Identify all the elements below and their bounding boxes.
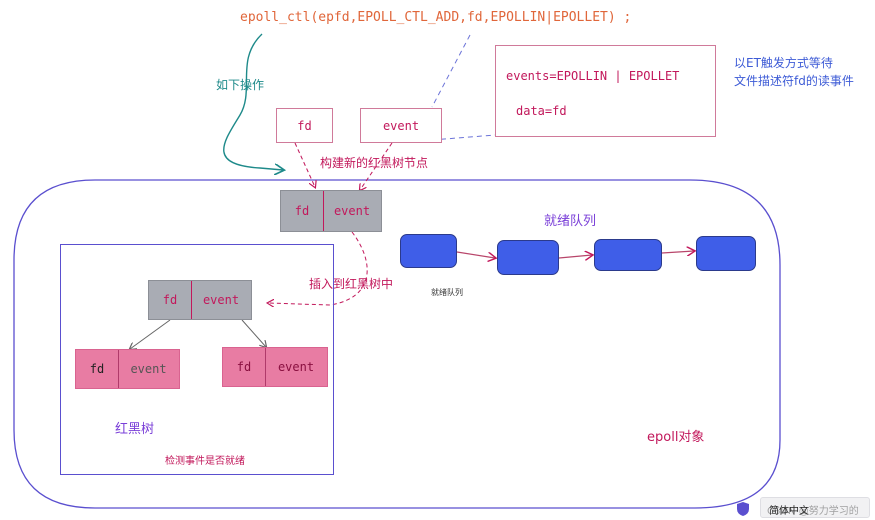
- csdn-credit: CSDN @努力学习的: [767, 506, 859, 517]
- new-node: fd event: [280, 190, 382, 232]
- tree-right-child: fd event: [222, 347, 328, 387]
- events-field: events=EPOLLIN | EPOLLET: [506, 69, 680, 83]
- new-node-fd: fd: [294, 204, 310, 218]
- tree-right-fd: fd: [236, 360, 252, 374]
- event-detail-box: events=EPOLLIN | EPOLLET data=fd: [495, 45, 716, 137]
- epoll-object-outline: [13, 179, 781, 509]
- tree-root-node: fd event: [148, 280, 252, 320]
- data-field: data=fd: [516, 104, 567, 118]
- input-fd-label: fd: [297, 118, 312, 133]
- side-note-line-1: 以ET触发方式等待: [734, 56, 833, 70]
- ready-queue-title: 就绪队列: [544, 214, 597, 229]
- tree-left-fd: fd: [89, 362, 105, 376]
- epoll-object-label: epoll对象: [647, 430, 705, 445]
- tree-right-event: event: [277, 360, 315, 374]
- input-event-label: event: [382, 118, 420, 133]
- operation-arrow: [223, 33, 283, 170]
- tree-root-fd: fd: [162, 293, 178, 307]
- tree-frame: [60, 244, 334, 475]
- ready-queue-node: [497, 240, 559, 275]
- tree-caption: 检测事件是否就绪: [165, 456, 245, 467]
- side-note: 以ET触发方式等待 文件描述符fd的读事件: [734, 54, 854, 90]
- input-event-box: event: [360, 108, 442, 143]
- epoll-ctl-call: epoll_ctl(epfd,EPOLL_CTL_ADD,fd,EPOLLIN|…: [240, 10, 632, 25]
- input-fd-box: fd: [276, 108, 333, 143]
- insert-label: 插入到红黑树中: [309, 277, 394, 291]
- tree-title: 红黑树: [115, 422, 155, 437]
- build-node-label: 构建新的红黑树节点: [320, 156, 429, 170]
- language-button[interactable]: 简体中文 CSDN @努力学习的: [760, 497, 870, 518]
- new-node-event: event: [333, 204, 371, 218]
- side-note-line-2: 文件描述符fd的读事件: [734, 74, 854, 88]
- tree-root-event: event: [202, 293, 240, 307]
- ready-queue-small-label: 就绪队列: [431, 288, 463, 297]
- tree-left-event: event: [130, 362, 167, 376]
- operation-note: 如下操作: [216, 78, 265, 92]
- ready-queue-node: [400, 234, 457, 268]
- tree-left-child: fd event: [75, 349, 180, 389]
- ready-queue-node: [594, 239, 662, 271]
- ready-queue-node: [696, 236, 756, 271]
- language-button-label: 简体中文: [769, 506, 809, 517]
- shield-icon: [737, 501, 749, 516]
